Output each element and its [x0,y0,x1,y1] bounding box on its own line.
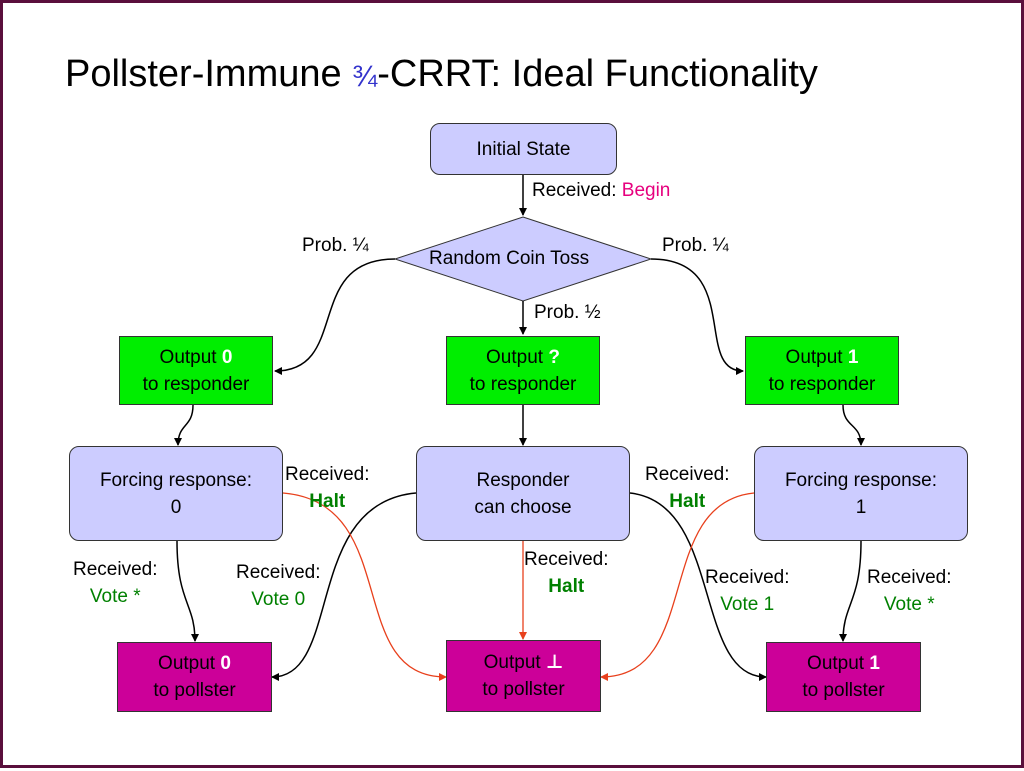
vote-text: Vote * [89,586,141,607]
edge-toss-to-output-0 [274,258,396,375]
received-text: Received: [524,549,609,570]
edge-toss-to-output-1 [650,258,744,375]
received-text: Received: [73,559,158,580]
received-text: Received: [645,464,730,485]
responder-label: Responder [476,469,570,491]
title-rest: -CRRT: Ideal Functionality [377,53,818,95]
edge-output1-to-forcing1 [842,404,865,446]
output-value: ⊥ [545,652,564,673]
label-halt-left: Received: Halt [285,461,370,515]
output-value: 1 [847,346,859,368]
output-0-pollster-node: Output 0 to pollster [117,642,272,712]
output-value: 0 [221,346,233,368]
output-prefix: Output [158,653,221,674]
output-value: 0 [220,653,231,674]
page-title: Pollster-Immune ¾-CRRT: Ideal Functional… [65,53,818,96]
received-text: Received: [532,180,617,201]
label-vote-star-right: Received: Vote * [867,564,952,618]
received-text: Received: [285,464,370,485]
forcing-label: Forcing response: [784,469,938,491]
received-text: Received: [705,567,790,588]
output-target: to responder [768,373,876,395]
label-vote-star-left: Received: Vote * [73,556,158,610]
output-prefix: Output [486,346,549,368]
output-target: to pollster [482,679,565,700]
forcing-response-1-node: Forcing response: 1 [754,446,968,541]
output-target: to responder [142,373,250,395]
initial-state-label: Initial State [476,138,571,160]
edge-output0-to-forcing0 [174,404,194,446]
initial-state-node: Initial State [430,123,617,175]
forcing-value: 0 [170,496,182,518]
responder-choice-label: can choose [474,496,572,518]
output-prefix: Output [785,346,848,368]
output-prefix: Output [483,652,546,673]
vote-text: Vote 1 [720,594,775,615]
forcing-label: Forcing response: [99,469,253,491]
halt-text: Halt [309,491,346,512]
label-vote-0: Received: Vote 0 [236,559,321,613]
output-1-pollster-node: Output 1 to pollster [766,642,921,712]
label-vote-1: Received: Vote 1 [705,564,790,618]
label-halt-center: Received: Halt [524,546,609,600]
halt-text: Halt [669,491,706,512]
output-prefix: Output [807,653,870,674]
begin-text: Begin [621,180,671,201]
diagram-edges [174,175,865,681]
edge-responder-to-poll0 [271,492,417,681]
edge-forcing1-halt [600,492,755,681]
label-prob-quarter-left: Prob. ¼ [302,235,369,256]
responder-can-choose-node: Responder can choose [416,446,630,541]
title-main: Pollster-Immune [65,53,353,95]
output-prefix: Output [159,346,222,368]
output-1-responder-node: Output 1 to responder [745,336,899,405]
coin-toss-label: Random Coin Toss [429,248,590,269]
output-target: to pollster [802,680,885,701]
title-fraction: ¾ [352,60,378,93]
edge-responder-to-poll1 [629,492,767,681]
halt-text: Halt [548,576,585,597]
edge-forcing1-to-poll1 [839,540,862,642]
label-halt-right: Received: Halt [645,461,730,515]
edge-forcing0-to-poll0 [176,540,199,642]
label-prob-quarter-right: Prob. ¼ [662,235,729,256]
received-text: Received: [867,567,952,588]
output-value: 1 [869,653,880,674]
label-prob-half: Prob. ½ [534,302,601,323]
edge-forcing0-halt [282,492,447,681]
label-received-begin: Received: Begin [532,177,670,204]
output-0-responder-node: Output 0 to responder [119,336,273,405]
received-text: Received: [236,562,321,583]
output-target: to responder [469,373,577,395]
vote-text: Vote * [883,594,935,615]
vote-text: Vote 0 [251,589,306,610]
output-value: ? [548,346,560,368]
forcing-response-0-node: Forcing response: 0 [69,446,283,541]
output-target: to pollster [153,680,236,701]
output-bottom-pollster-node: Output ⊥ to pollster [446,640,601,712]
output-q-responder-node: Output ? to responder [446,336,600,405]
forcing-value: 1 [855,496,867,518]
